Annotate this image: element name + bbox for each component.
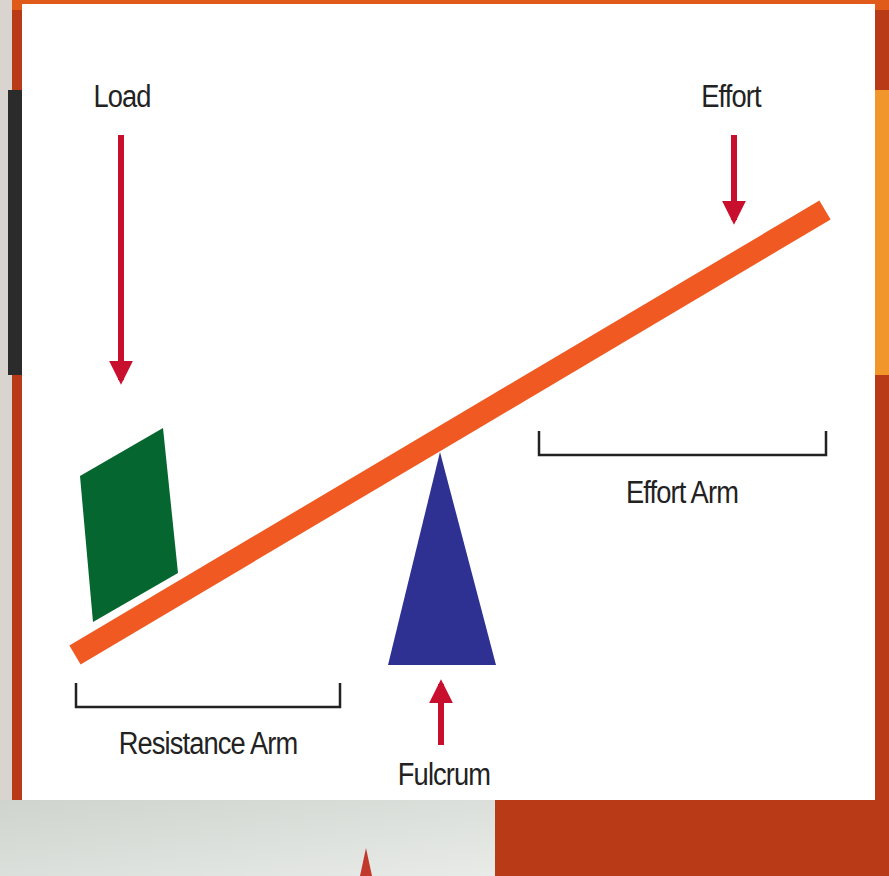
photo-fragment	[0, 800, 495, 876]
fulcrum-triangle	[388, 452, 496, 665]
arm-label: Effort Arm	[626, 476, 738, 510]
right-strip	[875, 90, 889, 375]
effort-arm-bracket	[539, 431, 826, 455]
effort-arrow	[731, 135, 737, 220]
load-arrow	[118, 135, 124, 380]
fulcrum-label: Fulcrum	[398, 758, 490, 792]
arm-label: Resistance Arm	[119, 727, 298, 761]
effort-label: Effort	[701, 80, 760, 114]
resistance-arm-bracket	[76, 683, 340, 707]
load-block	[80, 428, 178, 622]
photo-object	[360, 848, 372, 876]
load-label: Load	[93, 80, 150, 114]
fulcrum-arrow	[438, 684, 444, 745]
dark-strip	[8, 90, 24, 375]
white-panel	[22, 4, 875, 800]
